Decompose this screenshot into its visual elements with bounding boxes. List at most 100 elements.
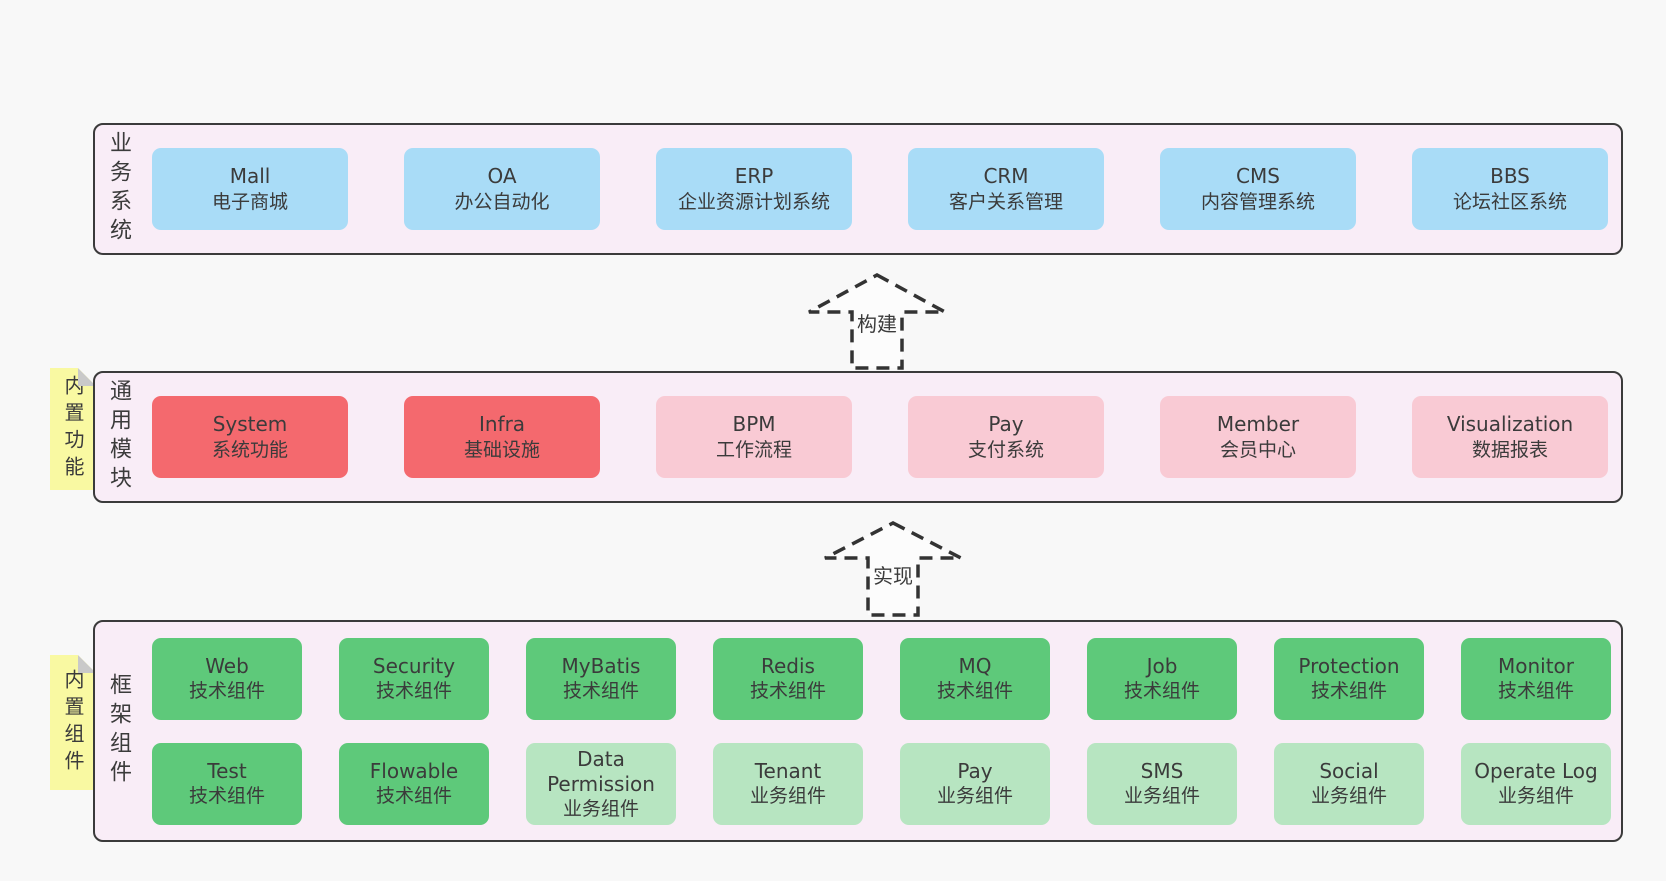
- box-subtitle: 技术组件: [749, 680, 826, 702]
- box-subtitle: 业务组件: [936, 785, 1013, 807]
- box-member: Member 会员中心: [1160, 396, 1356, 478]
- box-title: CMS: [1236, 164, 1280, 188]
- box-title: Web: [205, 654, 249, 678]
- box-subtitle: 数据报表: [1471, 439, 1548, 461]
- section-common-modules: 通用模块 System 系统功能 Infra 基础设施 BPM 工作流程 Pay 支付系…: [93, 371, 1623, 503]
- box-title: System: [212, 412, 288, 436]
- business-systems-row: Mall 电子商城 OA 办公自动化 ERP 企业资源计划系统 CRM 客户关系管理 C…: [152, 125, 1608, 253]
- box-system: System 系统功能: [152, 396, 348, 478]
- box-title: MQ: [958, 654, 992, 678]
- box-cms: CMS 内容管理系统: [1160, 148, 1356, 230]
- box-title: SMS: [1140, 759, 1184, 783]
- box-title: Operate Log: [1474, 759, 1598, 783]
- box-subtitle: 会员中心: [1219, 439, 1296, 461]
- box-title: BBS: [1490, 164, 1530, 188]
- box-title: Member: [1216, 412, 1300, 436]
- box-title: Redis: [761, 654, 815, 678]
- box-title: Security: [372, 654, 456, 678]
- box-title: Flowable: [369, 759, 459, 783]
- arrow-implement: 实现: [822, 520, 964, 618]
- box-title: Social: [1319, 759, 1379, 783]
- box-subtitle: 业务组件: [1310, 785, 1387, 807]
- box-subtitle: 技术组件: [188, 785, 265, 807]
- box-subtitle: 技术组件: [188, 680, 265, 702]
- box-subtitle: 企业资源计划系统: [677, 191, 830, 213]
- box-title: CRM: [983, 164, 1029, 188]
- box-title: Tenant: [754, 759, 822, 783]
- arrow-build-label: 构建: [854, 308, 900, 337]
- box-title: Pay: [988, 412, 1024, 436]
- arrow-implement-label: 实现: [870, 560, 916, 589]
- box-subtitle: 基础设施: [463, 439, 540, 461]
- box-subtitle: 技术组件: [1310, 680, 1387, 702]
- box-title: BPM: [732, 412, 776, 436]
- box-bpm: BPM 工作流程: [656, 396, 852, 478]
- box-subtitle: 支付系统: [967, 439, 1044, 461]
- box-subtitle: 技术组件: [375, 680, 452, 702]
- box-visualization: Visualization 数据报表: [1412, 396, 1608, 478]
- box-title: Mall: [229, 164, 271, 188]
- section-label-common-modules: 通用模块: [106, 379, 131, 495]
- box-title: Visualization: [1446, 412, 1574, 436]
- box-subtitle: 技术组件: [562, 680, 639, 702]
- section-label-framework-components: 框架组件: [106, 673, 131, 789]
- box-title: Monitor: [1497, 654, 1575, 678]
- box-subtitle: 系统功能: [211, 439, 288, 461]
- box-subtitle: 业务组件: [1497, 785, 1574, 807]
- box-title: OA: [487, 164, 517, 188]
- section-label-business-systems: 业务系统: [106, 131, 131, 247]
- box-title: Pay: [957, 759, 993, 783]
- box-subtitle: 办公自动化: [454, 191, 550, 213]
- box-subtitle: 技术组件: [375, 785, 452, 807]
- box-subtitle: 技术组件: [1123, 680, 1200, 702]
- box-subtitle: 电子商城: [211, 191, 288, 213]
- box-title: Job: [1146, 654, 1178, 678]
- box-title: Protection: [1298, 654, 1400, 678]
- box-title: Infra: [478, 412, 526, 436]
- box-subtitle: 业务组件: [1123, 785, 1200, 807]
- box-subtitle: 客户关系管理: [948, 191, 1063, 213]
- box-subtitle: 内容管理系统: [1200, 191, 1315, 213]
- sticky-note-builtin-components: 内置组件: [50, 655, 96, 790]
- box-infra: Infra 基础设施: [404, 396, 600, 478]
- common-modules-row: System 系统功能 Infra 基础设施 BPM 工作流程 Pay 支付系统 Mem…: [152, 373, 1608, 501]
- sticky-note-label: 内置组件: [61, 668, 85, 777]
- section-business-systems: 业务系统 Mall 电子商城 OA 办公自动化 ERP 企业资源计划系统 CRM 客户关…: [93, 123, 1623, 255]
- box-subtitle: 技术组件: [1497, 680, 1574, 702]
- box-oa: OA 办公自动化: [404, 148, 600, 230]
- box-crm: CRM 客户关系管理: [908, 148, 1104, 230]
- box-mall: Mall 电子商城: [152, 148, 348, 230]
- box-erp: ERP 企业资源计划系统: [656, 148, 852, 230]
- box-title: ERP: [734, 164, 774, 188]
- box-title: Test: [207, 759, 247, 783]
- box-subtitle: 技术组件: [936, 680, 1013, 702]
- box-subtitle: 业务组件: [749, 785, 826, 807]
- arrow-build: 构建: [806, 272, 948, 371]
- box-pay: Pay 支付系统: [908, 396, 1104, 478]
- box-title: MyBatis: [561, 654, 641, 678]
- box-subtitle: 工作流程: [715, 439, 792, 461]
- sticky-note-builtin-features: 内置功能: [50, 368, 96, 490]
- sticky-note-label: 内置功能: [61, 375, 85, 483]
- box-title: Data Permission: [547, 746, 655, 796]
